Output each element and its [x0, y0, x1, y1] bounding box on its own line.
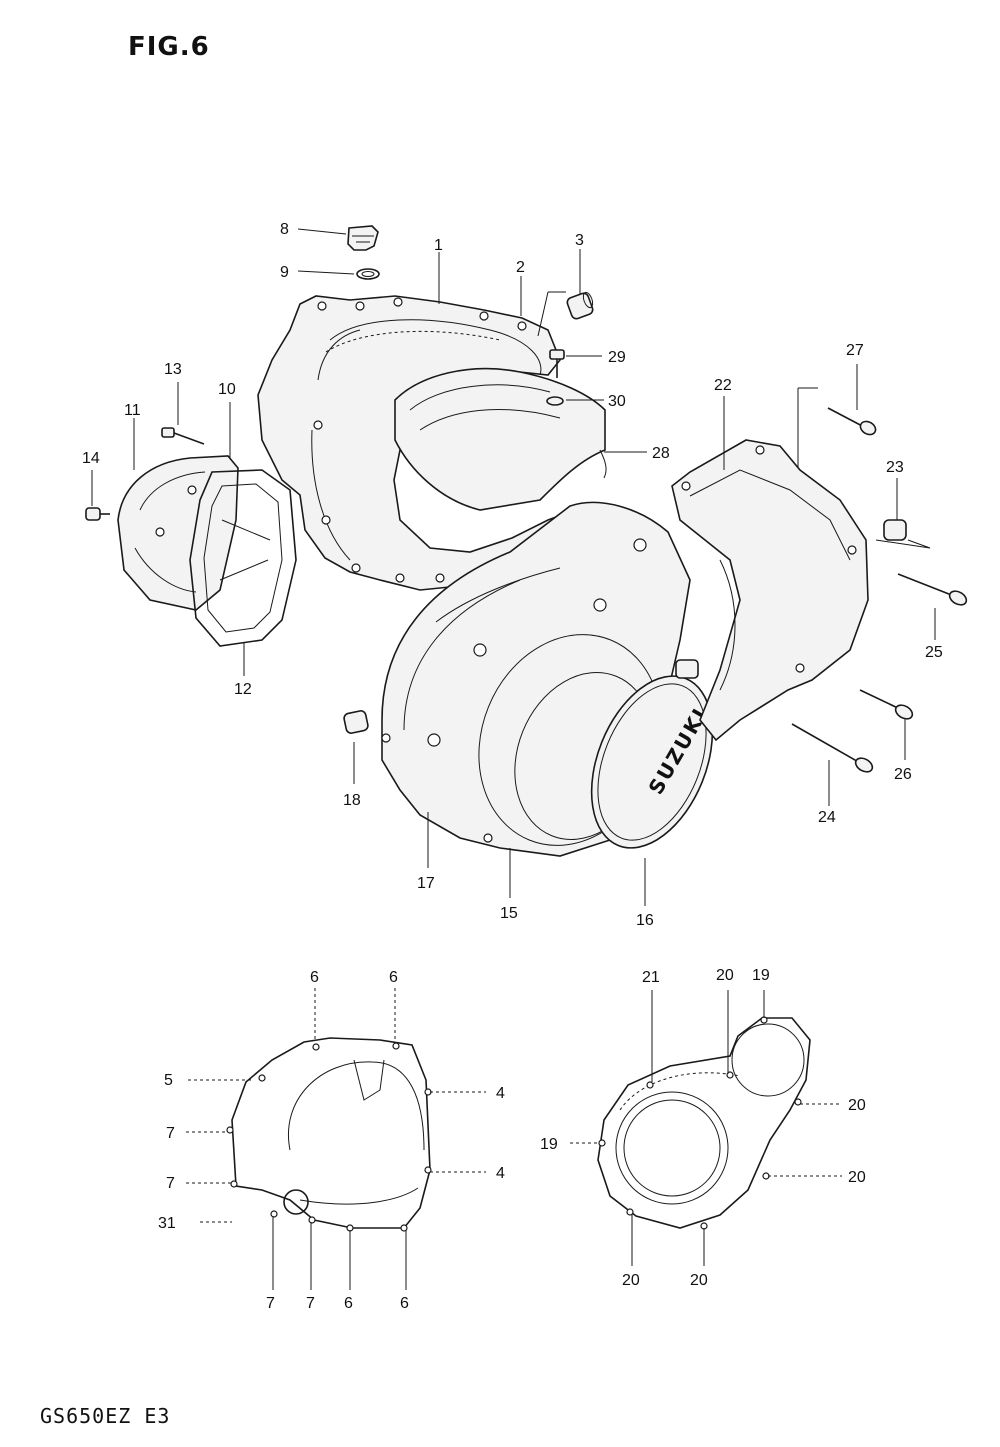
screw-14 — [85, 507, 110, 521]
oil-filler-cap — [347, 225, 379, 251]
callout-label: 31 — [158, 1215, 176, 1232]
callout-label: 25 — [925, 644, 943, 661]
callout-label: 20 — [848, 1097, 866, 1114]
callout-label: 14 — [82, 450, 100, 467]
dowel-pin-23 — [883, 519, 907, 541]
callout-label: 19 — [752, 967, 770, 984]
callout-label: 29 — [608, 349, 626, 366]
callout-label: 7 — [166, 1125, 175, 1142]
callout-label: 7 — [166, 1175, 175, 1192]
callout-label: 17 — [417, 875, 435, 892]
callout-label: 20 — [848, 1169, 866, 1186]
model-code: GS650EZ E3 — [40, 1404, 171, 1428]
callout-label: 10 — [218, 381, 236, 398]
callout-label: 6 — [389, 969, 398, 986]
callout-label: 8 — [280, 221, 289, 238]
callout-label: 24 — [818, 809, 836, 826]
callout-label: 13 — [164, 361, 182, 378]
callout-label: 6 — [400, 1295, 409, 1312]
callout-label: 7 — [306, 1295, 315, 1312]
screw-13 — [161, 427, 205, 445]
callout-label: 20 — [690, 1272, 708, 1289]
dowel-pin-18 — [343, 710, 369, 734]
callout-label: 6 — [310, 969, 319, 986]
callout-label: 15 — [500, 905, 518, 922]
callout-label: 21 — [642, 969, 660, 986]
callout-label: 26 — [894, 766, 912, 783]
callout-label: 7 — [266, 1295, 275, 1312]
bolt-26 — [859, 689, 914, 720]
bolt-27 — [827, 407, 877, 436]
clutch-cover-gasket — [226, 1037, 432, 1232]
generator-cover-gasket — [597, 1016, 811, 1230]
callout-label: 4 — [496, 1165, 505, 1182]
callout-label: 1 — [434, 237, 443, 254]
callout-label: 20 — [622, 1272, 640, 1289]
callout-label: 6 — [344, 1295, 353, 1312]
callout-label: 16 — [636, 912, 654, 929]
washer-30 — [546, 396, 564, 406]
callout-label: 9 — [280, 264, 289, 281]
suzuki-emblem-plate: SUZUKI — [590, 675, 714, 849]
starter-cover-gasket — [189, 469, 297, 647]
callout-labels: 8 9 1 2 3 29 30 28 27 22 23 25 26 24 13 … — [82, 221, 943, 1312]
callout-label: 19 — [540, 1136, 558, 1153]
starter-cover — [117, 455, 239, 611]
callout-label: 12 — [234, 681, 252, 698]
bolt-25 — [897, 573, 968, 606]
o-ring — [356, 268, 380, 280]
figure-title: FIG.6 — [128, 32, 210, 62]
cover-guide-plate — [394, 367, 607, 511]
callout-label: 3 — [575, 232, 584, 249]
callout-label: 30 — [608, 393, 626, 410]
callout-label: 18 — [343, 792, 361, 809]
callout-label: 4 — [496, 1085, 505, 1102]
callout-label: 23 — [886, 459, 904, 476]
callout-label: 27 — [846, 342, 864, 359]
callout-label: 28 — [652, 445, 670, 462]
callout-label: 22 — [714, 377, 732, 394]
callout-label: 5 — [164, 1072, 173, 1089]
bolt-24 — [791, 723, 874, 773]
leader-lines — [91, 228, 936, 1290]
callout-label: 2 — [516, 259, 525, 276]
dowel-pin-3 — [566, 291, 594, 320]
callout-label: 11 — [124, 402, 141, 419]
right-crankcase-cover — [671, 439, 869, 742]
callout-label: 20 — [716, 967, 734, 984]
bolt-29 — [549, 349, 565, 378]
